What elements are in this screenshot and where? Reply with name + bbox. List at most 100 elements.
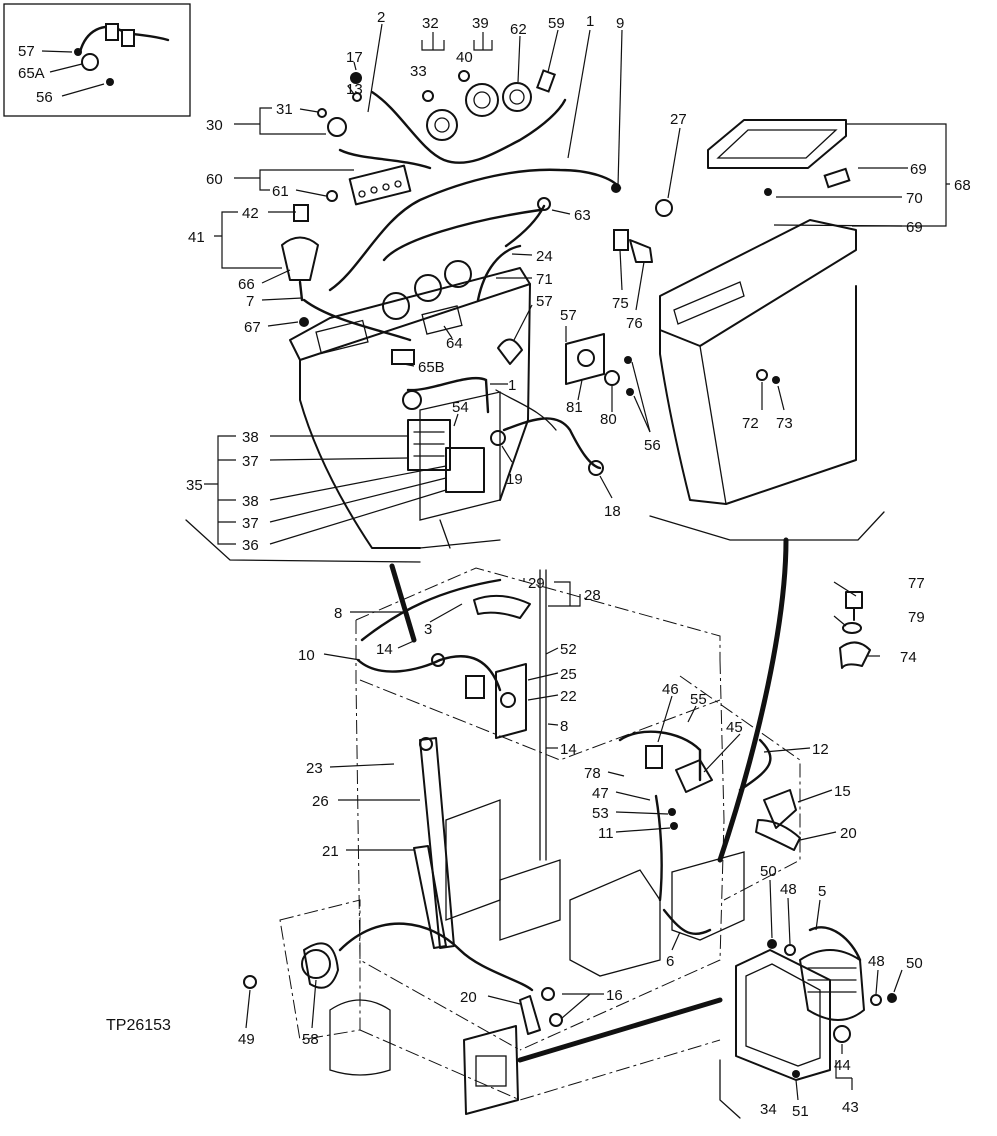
callout-37-b: 37 bbox=[242, 515, 259, 532]
callout-21: 21 bbox=[322, 843, 339, 860]
inset-detail bbox=[3, 3, 191, 117]
callout-49: 49 bbox=[238, 1031, 255, 1048]
screw-56b bbox=[624, 356, 632, 364]
callout-53: 53 bbox=[592, 805, 609, 822]
console-body bbox=[659, 285, 857, 505]
callout-1: 1 bbox=[586, 13, 594, 30]
frame-bottom bbox=[359, 1029, 721, 1101]
console-edge bbox=[699, 345, 727, 505]
inset-wire bbox=[78, 25, 170, 54]
callout-3: 3 bbox=[424, 621, 432, 638]
callout-42: 42 bbox=[242, 205, 259, 222]
callout-6: 6 bbox=[666, 953, 674, 970]
lamp-lead bbox=[808, 926, 862, 962]
callout-73: 73 bbox=[776, 415, 793, 432]
callout-31: 31 bbox=[276, 101, 293, 118]
callout-48-b: 48 bbox=[868, 953, 885, 970]
grommet-19 bbox=[490, 430, 506, 446]
screw-11 bbox=[670, 822, 678, 830]
gauge-62 bbox=[502, 82, 532, 112]
inset-screw bbox=[106, 78, 114, 86]
callout-56: 56 bbox=[36, 89, 53, 106]
callout-55: 55 bbox=[690, 691, 707, 708]
switch-hole bbox=[577, 349, 595, 367]
relay-46 bbox=[645, 745, 663, 769]
inset-frame bbox=[3, 3, 191, 117]
screw-51 bbox=[792, 1070, 800, 1078]
callout-46: 46 bbox=[662, 681, 679, 698]
callout-38: 38 bbox=[242, 429, 259, 446]
callout-43: 43 bbox=[842, 1099, 859, 1116]
battery bbox=[671, 851, 745, 941]
wire-1b bbox=[495, 389, 557, 431]
callout-45: 45 bbox=[726, 719, 743, 736]
section-line-right bbox=[649, 511, 885, 541]
callout-44: 44 bbox=[834, 1057, 851, 1074]
dome-light-3 bbox=[473, 594, 531, 619]
plate-81 bbox=[565, 333, 605, 385]
wiper-pivot bbox=[419, 737, 433, 751]
bulb-31 bbox=[317, 108, 327, 118]
wiper-blade-21 bbox=[413, 845, 447, 949]
screw-70 bbox=[764, 188, 772, 196]
light-frame-lower bbox=[463, 1025, 519, 1115]
key-switch-lead bbox=[298, 280, 304, 302]
grommet-18 bbox=[588, 460, 604, 476]
washer-72 bbox=[756, 369, 768, 381]
callout-56-b: 56 bbox=[644, 437, 661, 454]
callout-61: 61 bbox=[272, 183, 289, 200]
bolt-77-head bbox=[845, 591, 863, 609]
gauge-hole-2 bbox=[414, 274, 442, 302]
washer-48a bbox=[784, 944, 796, 956]
callout-74: 74 bbox=[900, 649, 917, 666]
clamp-20b bbox=[519, 995, 541, 1035]
dash-cutout bbox=[315, 319, 369, 355]
console bbox=[490, 119, 857, 505]
callout-76: 76 bbox=[626, 315, 643, 332]
gauge-39 bbox=[465, 83, 499, 117]
light-bezel bbox=[745, 963, 821, 1067]
sender-63 bbox=[537, 197, 551, 211]
horn-bell bbox=[301, 949, 331, 979]
callout-2: 2 bbox=[377, 9, 385, 26]
cab-roof bbox=[355, 567, 721, 660]
seat-back bbox=[445, 799, 501, 921]
light-housing-34 bbox=[735, 949, 831, 1081]
relay-45 bbox=[675, 759, 713, 793]
bolt-49 bbox=[243, 975, 257, 989]
callout-18: 18 bbox=[604, 503, 621, 520]
clip-1 bbox=[402, 390, 422, 410]
washer-48b bbox=[870, 994, 882, 1006]
callout-35: 35 bbox=[186, 477, 203, 494]
battery-box bbox=[569, 869, 661, 977]
harness-6 bbox=[662, 908, 712, 936]
gauge-hole-1 bbox=[382, 292, 410, 320]
callout-5: 5 bbox=[818, 883, 826, 900]
bulb-33 bbox=[422, 90, 434, 102]
callout-34: 34 bbox=[760, 1101, 777, 1118]
clip-9 bbox=[611, 183, 621, 193]
callout-29: 29 bbox=[528, 575, 545, 592]
callout-69: 69 bbox=[910, 161, 927, 178]
callout-14: 14 bbox=[376, 641, 393, 658]
callout-36: 36 bbox=[242, 537, 259, 554]
callout-26: 26 bbox=[312, 793, 329, 810]
harness-7 bbox=[302, 298, 412, 342]
relay-block bbox=[445, 447, 485, 493]
clamp-74 bbox=[839, 641, 871, 669]
callout-20-b: 20 bbox=[460, 989, 477, 1006]
harness-12 bbox=[738, 738, 772, 792]
fuse-block bbox=[407, 419, 451, 471]
clamp-20 bbox=[755, 819, 801, 851]
bulb-44 bbox=[833, 1025, 851, 1043]
callout-68: 68 bbox=[954, 177, 971, 194]
callout-9: 9 bbox=[616, 15, 624, 32]
callout-57-c: 57 bbox=[560, 307, 577, 324]
indicator-60 bbox=[348, 164, 412, 206]
callout-32: 32 bbox=[422, 15, 439, 32]
inset-nut bbox=[74, 48, 82, 56]
harness-1-lower bbox=[406, 376, 490, 414]
seat-base bbox=[499, 859, 561, 941]
callout-70: 70 bbox=[906, 190, 923, 207]
